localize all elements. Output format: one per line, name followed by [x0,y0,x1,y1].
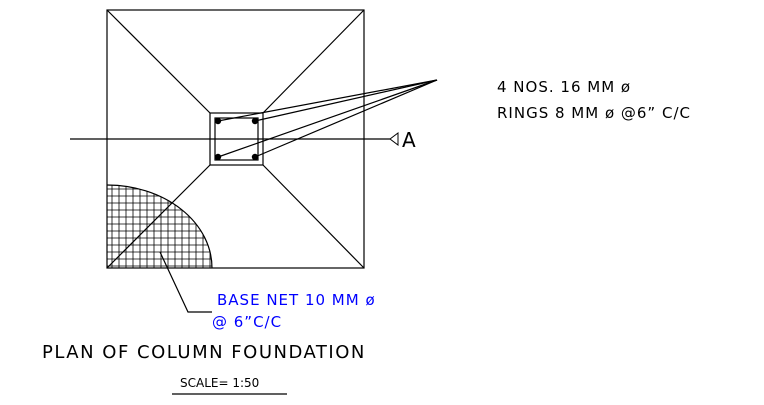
slope-line-br [262,164,365,269]
base-net-hatch [107,185,212,268]
slope-line-tl [106,9,211,114]
section-marker: A [402,128,416,152]
base-net-note-line1: BASE NET 10 MM ø [217,291,376,309]
leader-line [254,79,438,122]
slope-line-bl [106,164,211,269]
rebar-note-line2: RINGS 8 MM ø @6” C/C [497,104,691,122]
base-net-arc [106,184,213,269]
base-net-note-line2: @ 6”C/C [212,313,282,331]
base-net-leader [159,251,212,313]
leader-line [217,79,438,122]
slope-line-tr [262,9,365,114]
section-arrow-icon [389,132,399,146]
leader-line [254,79,438,158]
leader-line [217,79,438,158]
scale-label: SCALE= 1:50 [180,376,259,390]
rebar-note-line1: 4 NOS. 16 MM ø [497,78,631,96]
drawing-title: PLAN OF COLUMN FOUNDATION [42,342,366,363]
